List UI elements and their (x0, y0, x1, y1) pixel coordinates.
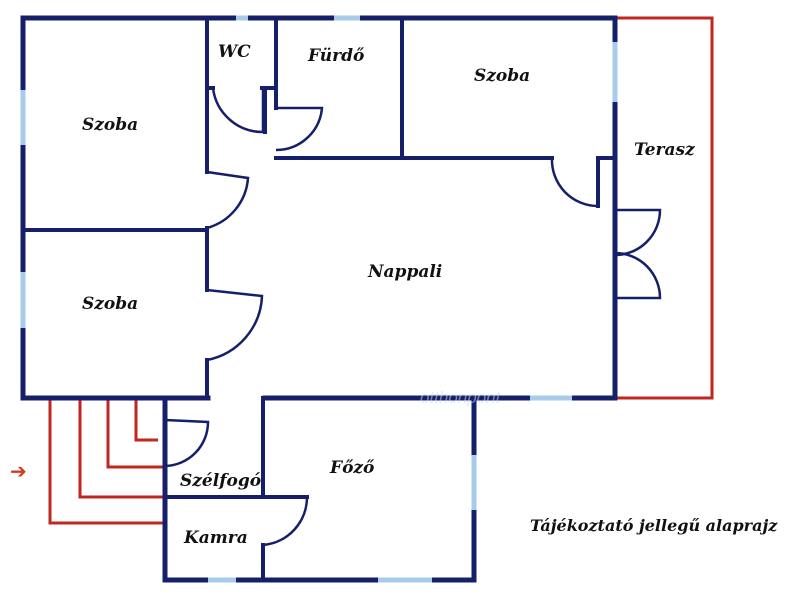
windows (20, 15, 618, 583)
room-label-terasz: Terasz (634, 140, 695, 160)
watermark-text: otthonpont (420, 388, 501, 407)
entrance-arrow-icon: ➔ (10, 459, 27, 483)
entrance-steps (48, 400, 165, 525)
room-label-szoba-top-left: Szoba (82, 115, 139, 135)
room-label-nappali: Nappali (368, 262, 443, 282)
room-label-fozo: Főző (330, 458, 375, 478)
room-label-szelfogo: Szélfogó (180, 471, 262, 491)
room-label-szoba-top-right: Szoba (474, 66, 531, 86)
plan-caption: Tájékoztató jellegű alaprajz (530, 516, 778, 535)
room-label-furdo: Fürdő (308, 46, 365, 66)
room-label-kamra: Kamra (184, 528, 248, 548)
doors (164, 87, 662, 547)
room-label-szoba-bottom-left: Szoba (82, 294, 139, 314)
room-label-wc: WC (218, 42, 251, 62)
terrace-outline (615, 16, 714, 400)
